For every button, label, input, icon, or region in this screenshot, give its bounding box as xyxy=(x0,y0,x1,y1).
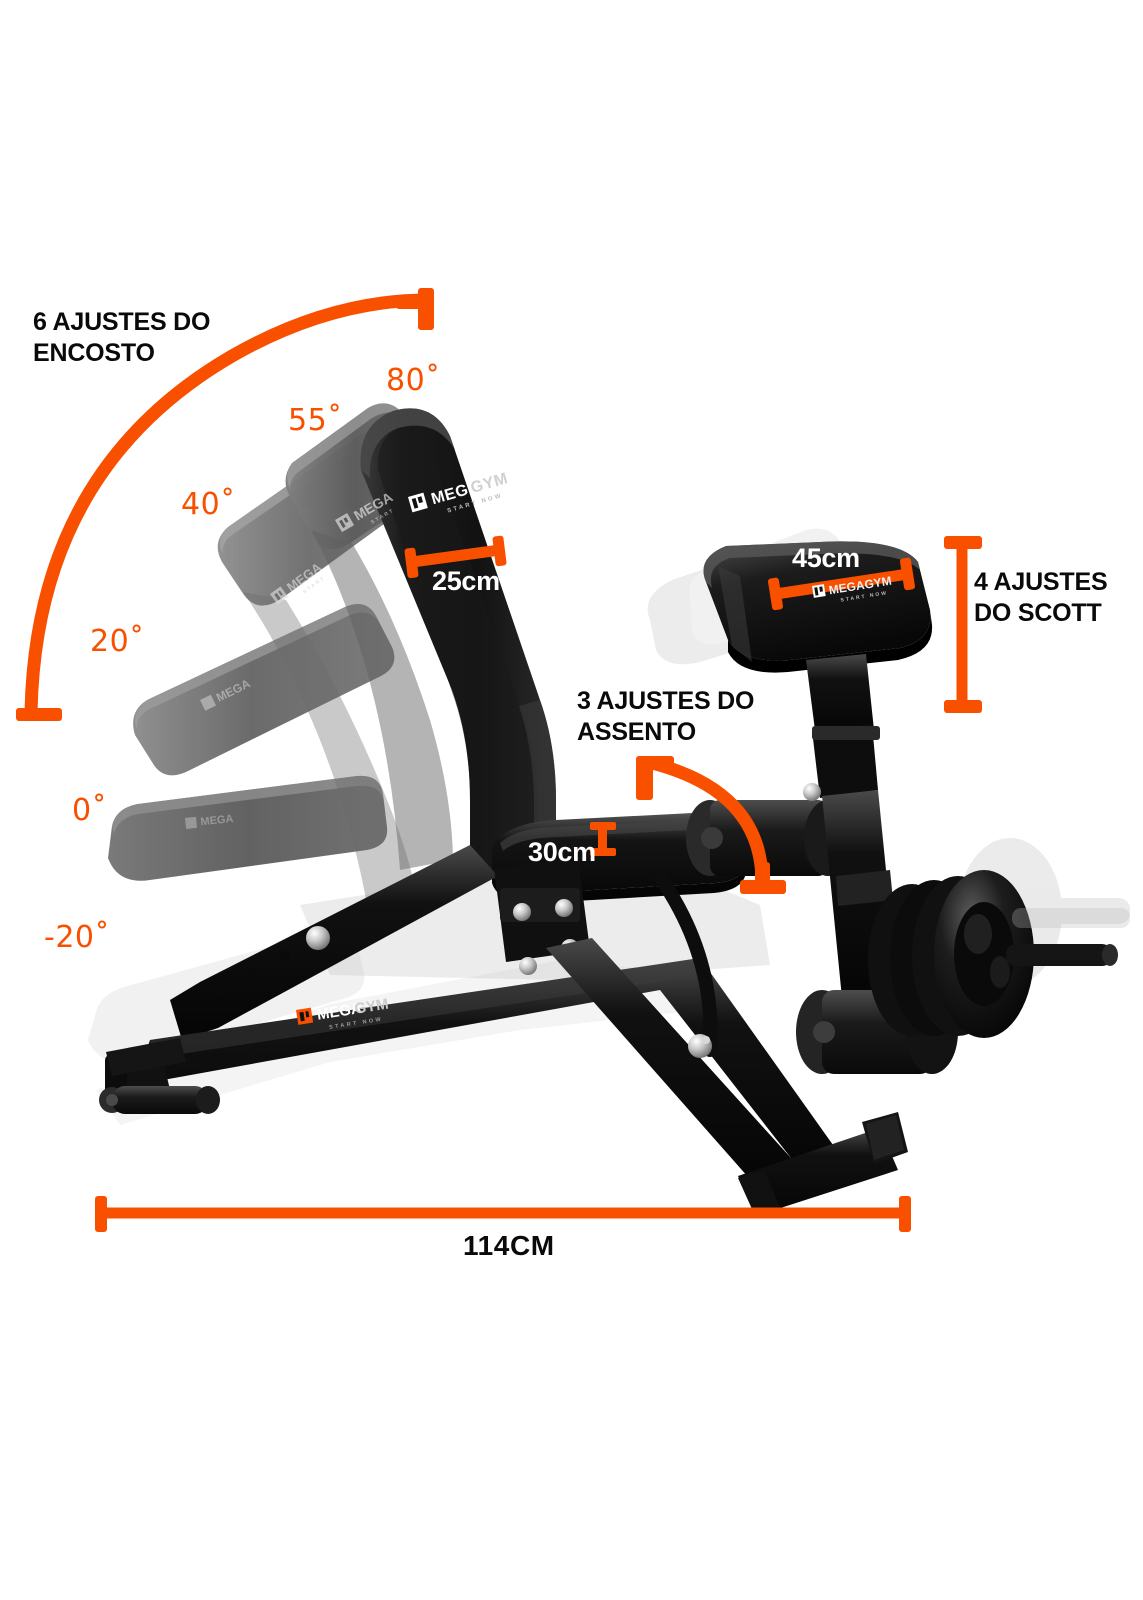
scott-width-dimension xyxy=(767,557,915,611)
leg-extension-weights xyxy=(796,838,1130,1074)
svg-text:MEGA: MEGA xyxy=(200,813,234,828)
dimension-scott-width: 45cm xyxy=(792,543,860,573)
callout-backrest-line1: 6 AJUSTES DO xyxy=(33,308,211,336)
angle-label-55: 55˚ xyxy=(288,403,343,438)
callout-backrest-line2: ENCOSTO xyxy=(33,338,155,367)
logo-backrest-0: MEGA xyxy=(185,813,234,829)
bench-frame xyxy=(99,845,908,1218)
callout-scott-line1: 4 AJUSTES xyxy=(974,568,1108,596)
angle-label-40: 40˚ xyxy=(181,487,236,522)
scott-curl-pad xyxy=(647,528,933,998)
backrest-ghost-40-lower xyxy=(243,592,418,910)
callout-seat-line2: ASSENTO xyxy=(577,717,696,746)
seat-adjust-arrow xyxy=(636,755,786,894)
seat-height-dimension xyxy=(590,822,616,856)
scott-adjust-dimension xyxy=(944,536,982,713)
angle-label-neg20: -20˚ xyxy=(44,920,110,955)
dimension-seat-height: 30cm xyxy=(528,837,596,867)
dimension-backrest-width: 25cm xyxy=(432,566,500,596)
angle-label-0: 0˚ xyxy=(72,793,108,828)
svg-text:GYM: GYM xyxy=(353,996,389,1018)
backrest-arc xyxy=(16,288,434,721)
annotation-graphics xyxy=(16,288,982,1232)
backrest-ghost-55-lower xyxy=(311,530,453,870)
callout-seat-line1: 3 AJUSTES DO xyxy=(577,687,755,715)
angle-label-80: 80˚ xyxy=(386,363,441,398)
backrest-width-dimension xyxy=(404,535,507,579)
backrest-ghost-0 xyxy=(108,775,388,881)
total-length-dimension xyxy=(95,1196,911,1232)
dimension-total-length: 114CM xyxy=(463,1230,555,1261)
angle-label-20: 20˚ xyxy=(90,624,145,659)
callout-scott-line2: DO SCOTT xyxy=(974,598,1102,627)
svg-text:GYM: GYM xyxy=(469,470,510,497)
backrest-pad-active xyxy=(360,408,556,875)
svg-text:MEGA: MEGA xyxy=(316,1000,363,1024)
backrest-ghost-20 xyxy=(133,604,395,776)
